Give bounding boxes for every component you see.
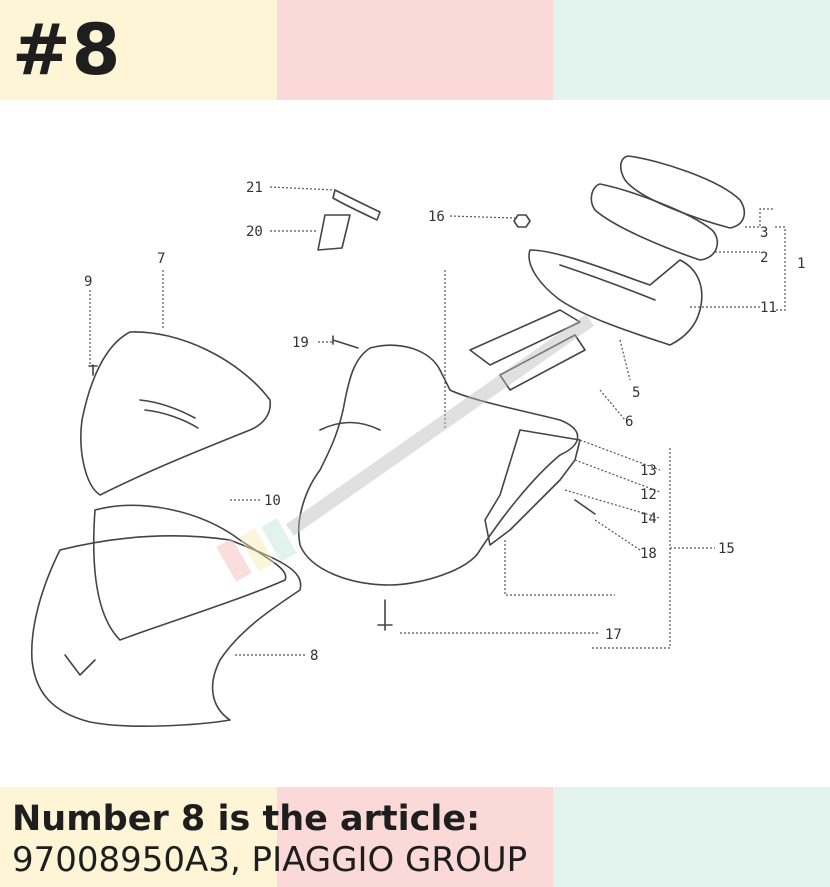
callout-label: 9	[84, 274, 92, 290]
badge-20	[317, 214, 351, 251]
bracket-6	[499, 334, 586, 391]
callout-label: 2	[760, 250, 768, 266]
callout-label: 13	[640, 463, 657, 479]
callout-label: 12	[640, 487, 657, 503]
callout-label: 16	[428, 209, 445, 225]
callout-label: 3	[760, 225, 768, 241]
callout-label: 6	[625, 414, 633, 430]
windscreen-7	[80, 331, 272, 496]
callout-label: 19	[292, 335, 309, 351]
article-number: 97008950A3, PIAGGIO GROUP	[12, 840, 528, 880]
front-fairing-8	[30, 535, 302, 727]
emblem-gilera	[332, 189, 381, 221]
nut-16	[513, 214, 531, 228]
callout-label: 15	[718, 541, 735, 557]
motorcycle-parts-logo	[216, 314, 595, 582]
callout-label: 18	[640, 546, 657, 562]
footer-color-band	[0, 787, 830, 887]
callout-label: 14	[640, 511, 657, 527]
callout-label: 1	[797, 256, 805, 272]
callout-label: 21	[246, 180, 263, 196]
cluster-panel	[590, 183, 719, 261]
header-color-band	[0, 0, 830, 100]
cluster-housing	[528, 249, 703, 346]
callout-label: 7	[157, 251, 165, 267]
page-title: #8	[12, 9, 122, 91]
headlight-housing	[297, 344, 579, 586]
bracket-5	[469, 309, 581, 366]
callout-label: 5	[632, 385, 640, 401]
callout-label: 17	[605, 627, 622, 643]
mounting-frame-15	[484, 429, 581, 546]
exploded-parts-diagram: 21 20 16 3 2 1 7 9 11 19 5 6 13 12 14 18…	[30, 155, 805, 727]
callout-label: 8	[310, 648, 318, 664]
article-caption: Number 8 is the article:	[12, 799, 481, 839]
inner-fairing-10	[92, 504, 287, 641]
callout-label: 20	[246, 224, 263, 240]
callout-label: 11	[760, 300, 777, 316]
callout-label: 10	[264, 493, 281, 509]
cluster-top-cover	[619, 155, 746, 229]
